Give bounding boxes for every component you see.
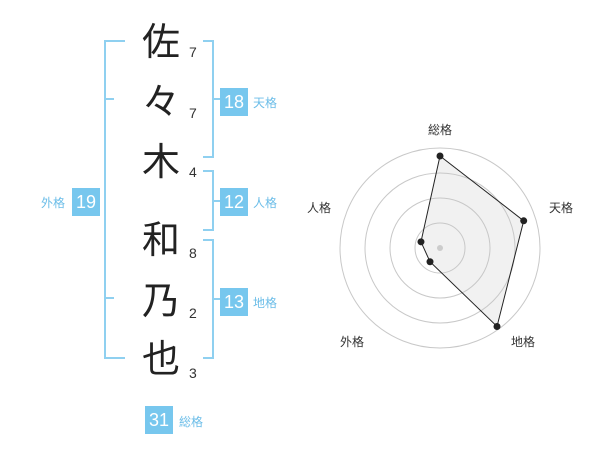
stroke-count-4: 8: [189, 245, 197, 261]
stroke-count-2: 7: [189, 105, 197, 121]
name-char-2: 々: [141, 80, 180, 124]
chikaku-label: 地格: [253, 296, 278, 310]
stroke-count-3: 4: [189, 164, 197, 180]
radar-axis-label-jinkaku: 人格: [307, 201, 332, 215]
tenkaku-label: 天格: [253, 96, 278, 110]
stroke-count-6: 3: [189, 365, 197, 381]
radar-point-2: [493, 322, 501, 330]
stroke-count-5: 2: [189, 305, 197, 321]
name-char-4: 和: [141, 218, 180, 262]
soukaku-label: 総格: [179, 415, 204, 429]
name-char-6: 也: [141, 337, 180, 381]
radar-axis-label-gaikaku: 外格: [340, 335, 365, 349]
radar-point-3: [426, 258, 434, 266]
chikaku-value-badge: 13: [220, 288, 248, 316]
tenkaku-value-badge: 18: [220, 88, 248, 116]
radar-axis-label-soukaku: 総格: [428, 123, 453, 137]
name-char-5: 乃: [141, 279, 180, 323]
radar-center-dot: [437, 245, 443, 251]
radar-axis-label-chikaku: 地格: [511, 335, 536, 349]
gaikaku-label: 外格: [41, 196, 66, 210]
radar-axis-label-tenkaku: 天格: [549, 201, 574, 215]
jinkaku-label: 人格: [253, 196, 278, 210]
radar-point-1: [520, 217, 528, 225]
name-char-1: 佐: [141, 20, 180, 64]
radar-point-0: [436, 152, 444, 160]
radar-ring: [339, 147, 541, 349]
radar-ring: [414, 222, 466, 274]
jinkaku-value-badge: 12: [220, 188, 248, 216]
radar-point-4: [417, 238, 425, 246]
radar-ring: [389, 197, 491, 299]
radar-data-polygon: [420, 155, 525, 328]
stroke-count-1: 7: [189, 44, 197, 60]
radar-ring: [364, 172, 516, 324]
name-char-3: 木: [141, 140, 180, 184]
soukaku-value-badge: 31: [145, 406, 173, 434]
gaikaku-bracket: [104, 40, 125, 359]
gaikaku-value-badge: 19: [72, 188, 100, 216]
